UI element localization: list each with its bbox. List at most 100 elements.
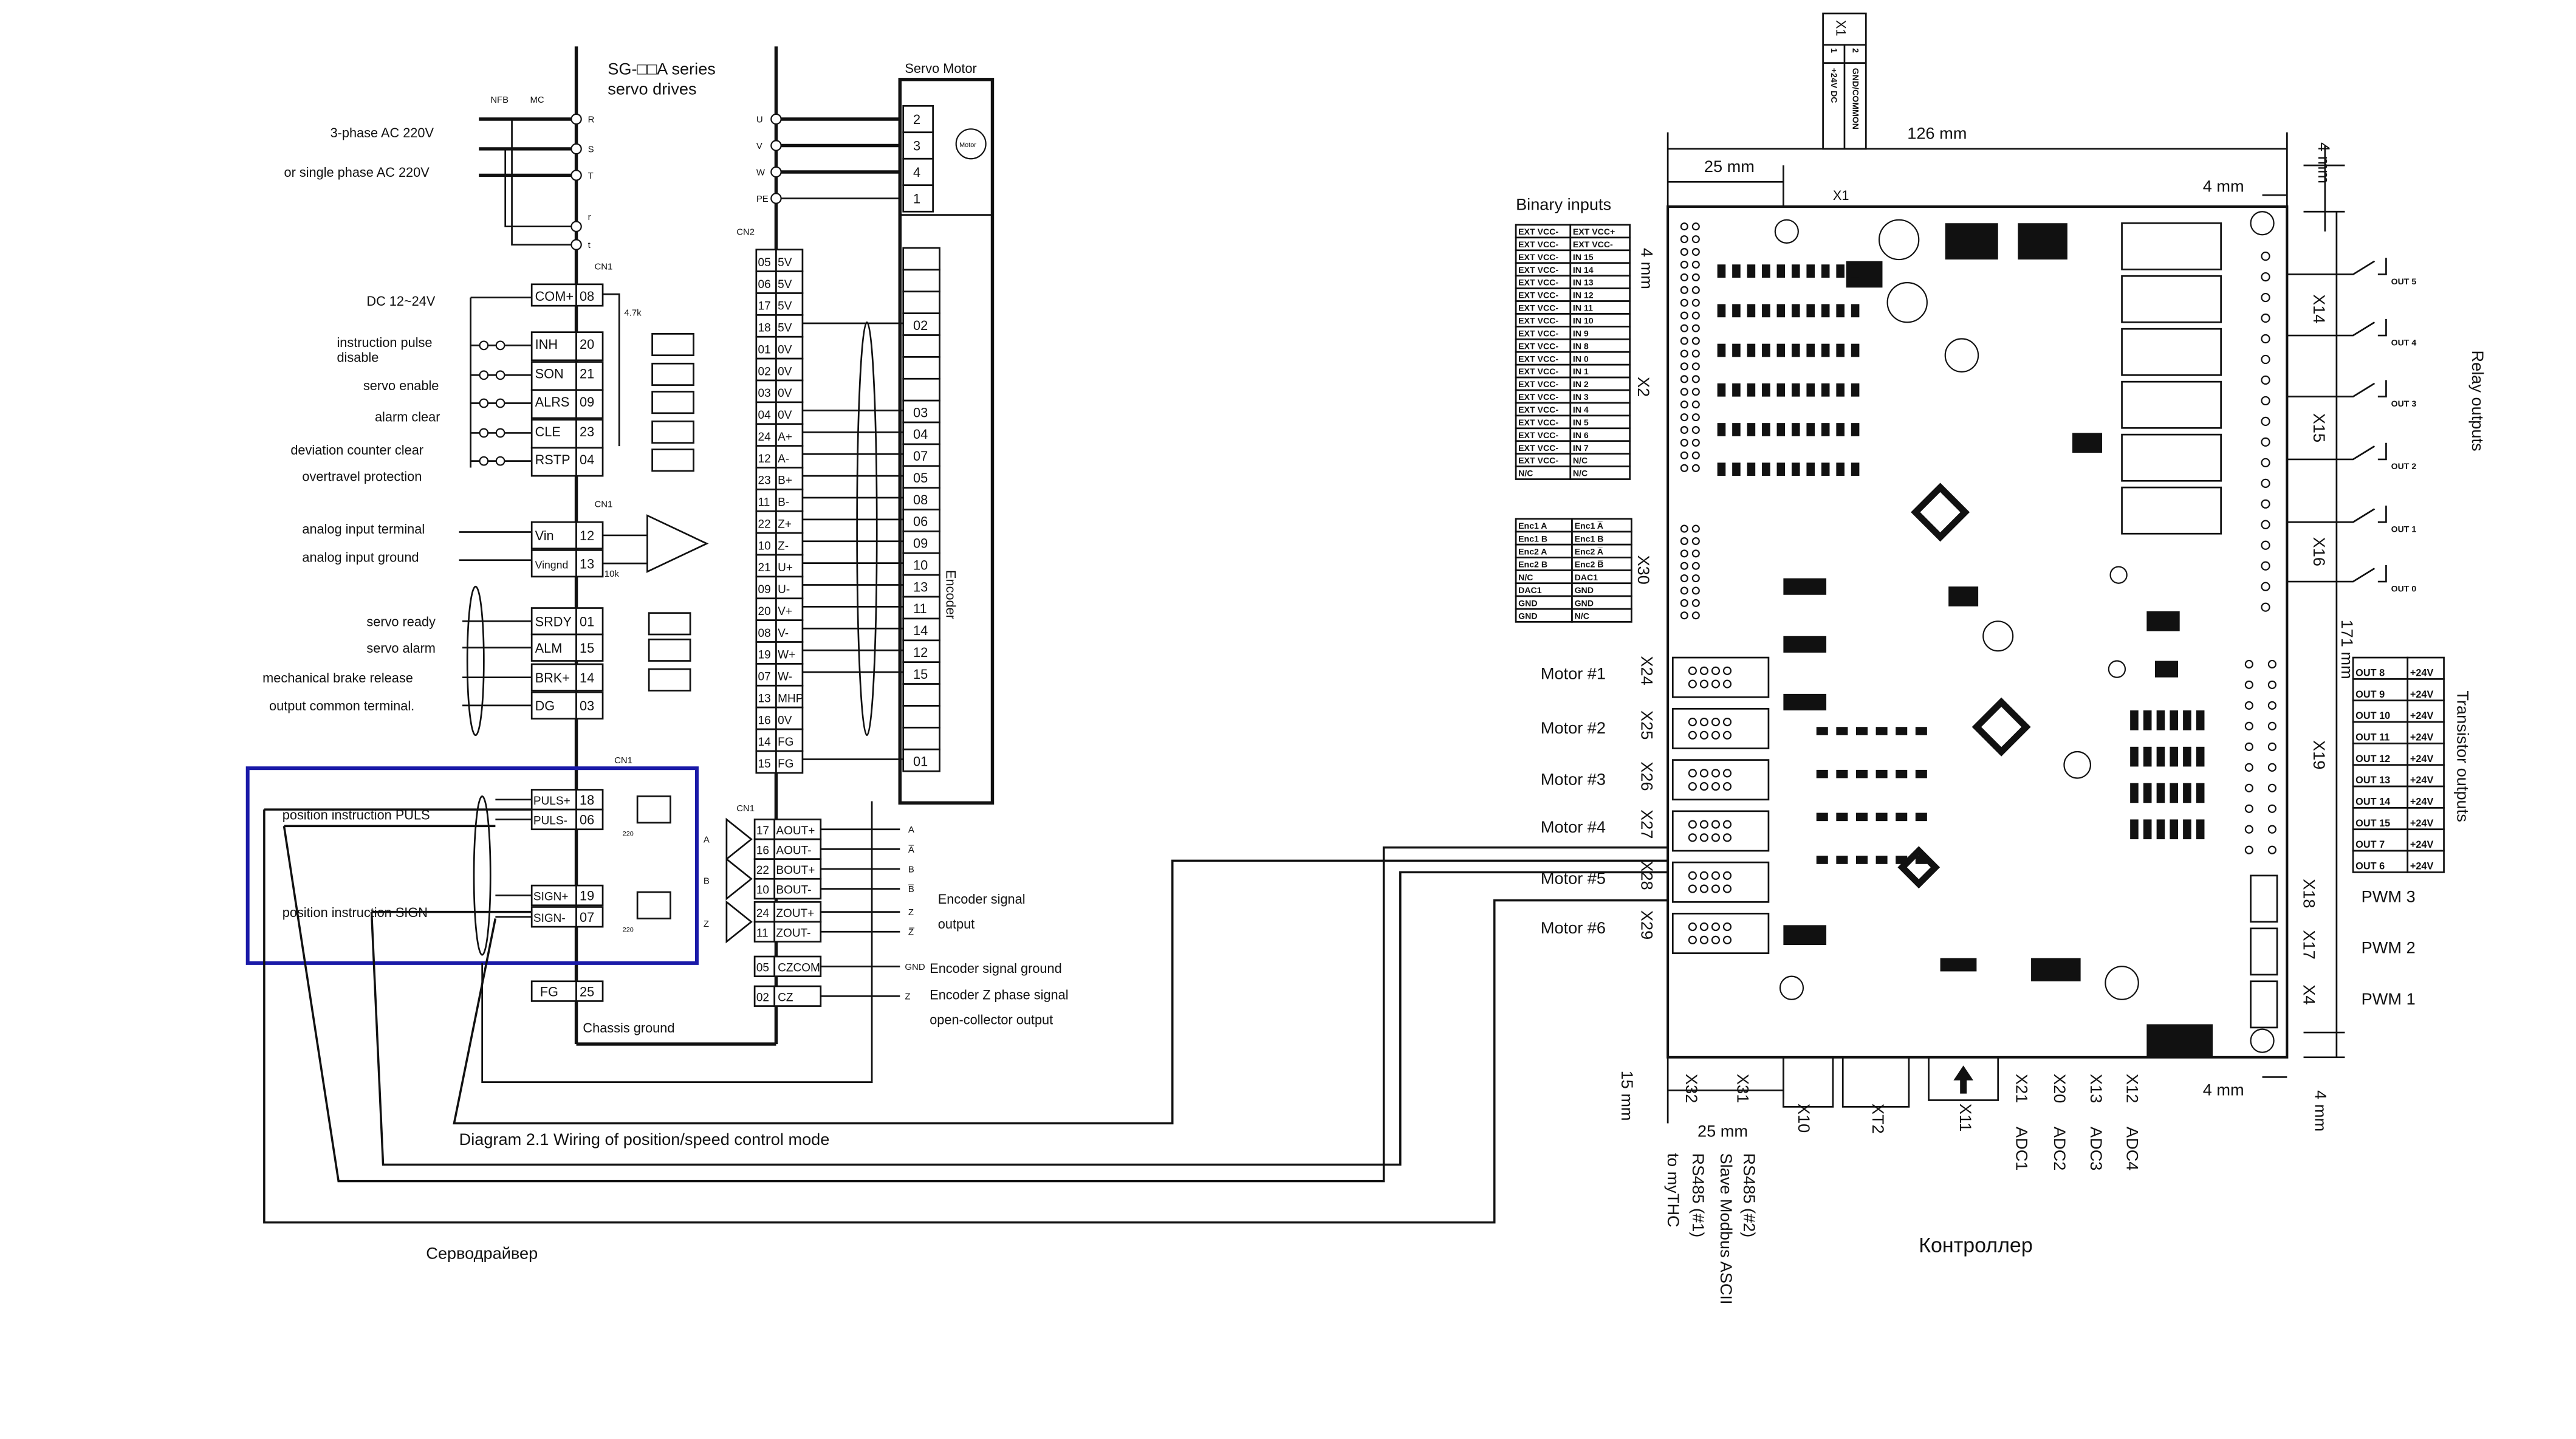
- smd-part: [1762, 462, 1770, 476]
- analog-wire: [459, 559, 648, 565]
- pulse-signal: PULS+: [533, 795, 570, 808]
- cn2-pin: 10: [758, 540, 771, 552]
- header-pin: [1688, 782, 1697, 791]
- binary-inputs-table: EXT VCC-EXT VCC+EXT VCC-EXT VCC-EXT VCC-…: [1515, 224, 1631, 480]
- cn2-signal: 0V: [778, 343, 792, 356]
- pin-box: [775, 423, 804, 447]
- pin-box: [575, 884, 604, 907]
- header-pin: [1722, 935, 1732, 944]
- x21-label: X21: [2013, 1074, 2032, 1103]
- capacitor: [1779, 975, 1804, 1000]
- smd-part: [2143, 783, 2152, 803]
- encoder-z-label: open-collector output: [930, 1012, 1053, 1027]
- pin-box: [902, 290, 940, 315]
- terminal-pin: [2267, 659, 2276, 669]
- table-cell-text: +24V: [2410, 689, 2434, 700]
- encoder-pin: 11: [913, 601, 927, 616]
- relay-output-label: OUT 4: [2391, 337, 2417, 347]
- table-cell-text: +24V: [2410, 732, 2434, 743]
- table-cell-text: +24V: [2410, 861, 2434, 872]
- header-pin: [1699, 679, 1708, 689]
- enc-out-pin: 24: [756, 907, 770, 920]
- smd-part: [1851, 304, 1860, 318]
- smd-part: [1821, 423, 1830, 436]
- header-pin: [1680, 349, 1688, 358]
- motor-socket: [1671, 810, 1770, 852]
- table-cell-text: IN 12: [1573, 290, 1594, 300]
- input-pin: 08: [580, 289, 594, 304]
- terminal-pin: [2244, 659, 2253, 669]
- pin-box: [755, 597, 777, 622]
- cn2-pin: 22: [758, 518, 771, 531]
- smd-part: [1762, 383, 1770, 397]
- optocoupler-icon: [648, 638, 691, 662]
- terminal-pin: [2261, 313, 2270, 323]
- switch-icon: [479, 370, 489, 380]
- header-pin: [1691, 337, 1700, 345]
- motor-pin: 1: [913, 191, 920, 207]
- table-cell-text: EXT VCC-: [1518, 417, 1558, 427]
- table-cell-text: OUT 6: [2355, 861, 2385, 872]
- input-wiring: [470, 293, 620, 468]
- motor-pin: 4: [913, 165, 920, 180]
- enc-out-signal: BOUT-: [776, 884, 811, 897]
- pin-box: [755, 249, 777, 272]
- enc-out-label: Z: [905, 992, 910, 1002]
- controller-title: Контроллер: [1919, 1234, 2032, 1257]
- header-pin: [1691, 464, 1700, 472]
- mcu-chip: [1971, 697, 2031, 757]
- smd-part: [1915, 812, 1927, 822]
- header-pin: [1722, 679, 1732, 689]
- header-pin: [1680, 248, 1688, 256]
- enc-out-label: Z: [908, 907, 914, 918]
- pin-box: [902, 247, 940, 271]
- cn2-pin: 15: [758, 758, 771, 771]
- switch-icon: [479, 398, 489, 408]
- table-cell: [2406, 785, 2445, 809]
- table-cell-text: IN 14: [1573, 265, 1594, 275]
- enc-out-label: A: [908, 825, 914, 835]
- terminal-pin: [2261, 582, 2270, 591]
- input-pin: 04: [580, 452, 594, 467]
- enc-out-pin: 02: [756, 991, 769, 1004]
- table-cell-text: IN 7: [1573, 443, 1589, 453]
- encoder-pin: 14: [913, 623, 928, 638]
- terminal-pin: [2267, 721, 2276, 730]
- x1-table-title: X1: [1833, 20, 1848, 36]
- output-pin: 14: [580, 670, 594, 685]
- table-cell-text: EXT VCC-: [1518, 405, 1558, 414]
- header-pin: [1688, 730, 1697, 740]
- smd-part: [1851, 343, 1860, 357]
- chassis-ground-label: Chassis ground: [583, 1020, 674, 1035]
- terminal-pin: [2267, 701, 2276, 710]
- header-pin: [1680, 311, 1688, 320]
- table-cell-text: Enc2 B̅: [1575, 560, 1604, 569]
- smd-part: [2183, 783, 2191, 803]
- motor-terminal-label: V: [756, 141, 762, 151]
- smd-part: [1717, 264, 1726, 278]
- smd-part: [1855, 856, 1868, 864]
- relay-output-label: OUT 3: [2391, 399, 2417, 408]
- input-signal: ALRS: [535, 394, 570, 410]
- bottom-connectors: X32 X31 X10 XT2 X11 X21 X20 X13 X12 ADC1…: [1664, 1056, 2142, 1305]
- x11-label: X11: [1956, 1104, 1975, 1132]
- input-label: deviation counter clear: [290, 442, 423, 458]
- smd-part: [1747, 462, 1756, 476]
- smd-part: [2170, 710, 2178, 730]
- dim-left: 25 mm: [1704, 157, 1755, 176]
- ic-chip: [1783, 925, 1827, 945]
- terminal-pin: [2267, 804, 2276, 813]
- smd-part: [2170, 819, 2178, 840]
- terminal-pin: [2244, 783, 2253, 792]
- pulse-pin: 07: [580, 910, 594, 925]
- header-pin: [1680, 413, 1688, 422]
- smd-part: [1875, 812, 1888, 822]
- adc4-label: ADC4: [2123, 1127, 2142, 1170]
- table-cell-text: +24V: [2410, 797, 2434, 808]
- cn2-pin: 08: [758, 627, 771, 640]
- pin-box: [530, 447, 577, 477]
- terminal-pin: [2244, 701, 2253, 710]
- header-pin: [1699, 769, 1708, 778]
